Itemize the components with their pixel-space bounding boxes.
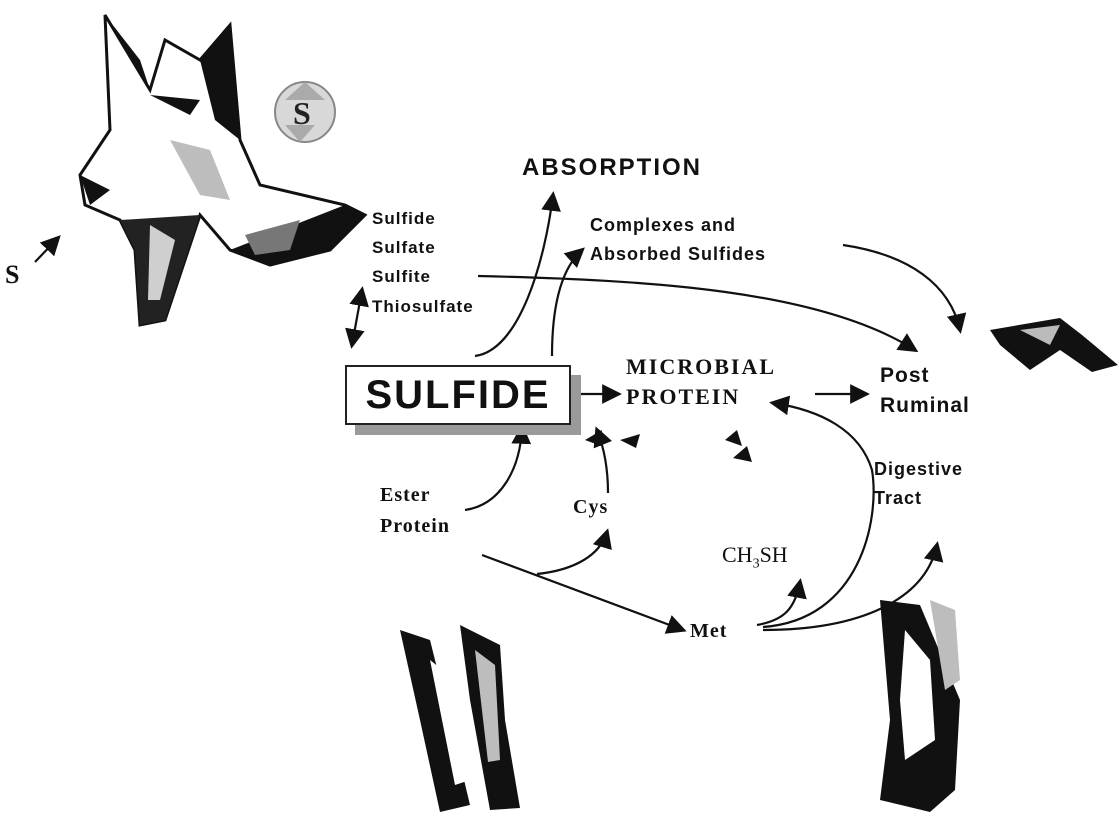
source-s-label: S — [5, 262, 19, 288]
goat-front-legs-drawing — [400, 625, 520, 812]
sulfur-form-sulfide: Sulfide — [372, 210, 436, 227]
arrowhead-4 — [725, 430, 742, 446]
ester-label: Ester — [380, 485, 431, 505]
arrowhead-3 — [733, 446, 752, 462]
sulfide-box: SULFIDE — [345, 365, 571, 425]
protein-label: PROTEIN — [626, 386, 740, 408]
ruminal-label: Ruminal — [880, 395, 970, 416]
arrow-complexes-to-post-ruminal — [843, 245, 960, 330]
arrow-sulfite-to-post-ruminal — [478, 276, 915, 350]
arrowhead-1 — [585, 430, 602, 446]
arrow-sulfide-to-complexes — [552, 250, 582, 356]
arrow-met-to-ch3sh — [757, 582, 800, 625]
goat-back-legs-drawing — [880, 600, 960, 812]
loose-arrowheads — [585, 430, 752, 462]
digestive-label: Digestive — [874, 460, 963, 478]
cys-label: Cys — [573, 497, 608, 517]
microbial-label: MICROBIAL — [626, 356, 776, 378]
sulfur-form-sulfate: Sulfate — [372, 239, 436, 256]
complexes-label-line1: Complexes and — [590, 216, 736, 234]
arrow-source-s — [35, 238, 58, 262]
arrow-forms-double — [352, 290, 362, 345]
sulfur-form-sulfite: Sulfite — [372, 268, 431, 285]
goat-tail-drawing — [990, 318, 1118, 372]
arrow-met-to-microbial — [763, 403, 874, 627]
arrowhead-2 — [620, 434, 640, 448]
complexes-label-line2: Absorbed Sulfides — [590, 245, 766, 263]
arrow-protein-to-met — [482, 555, 683, 630]
absorption-label: ABSORPTION — [522, 156, 702, 180]
arrow-ester-to-sulfide — [465, 428, 522, 510]
protein-substrate-label: Protein — [380, 516, 450, 536]
tract-label: Tract — [874, 489, 922, 507]
goat-head-drawing — [80, 15, 365, 325]
met-label: Met — [690, 621, 727, 641]
sulfur-form-thiosulfate: Thiosulfate — [372, 298, 474, 315]
recycle-badge-letter: S — [293, 97, 311, 129]
post-label: Post — [880, 365, 930, 386]
ch3sh-label: CH3SH — [722, 544, 788, 571]
arrow-protein-to-cys — [537, 532, 607, 574]
